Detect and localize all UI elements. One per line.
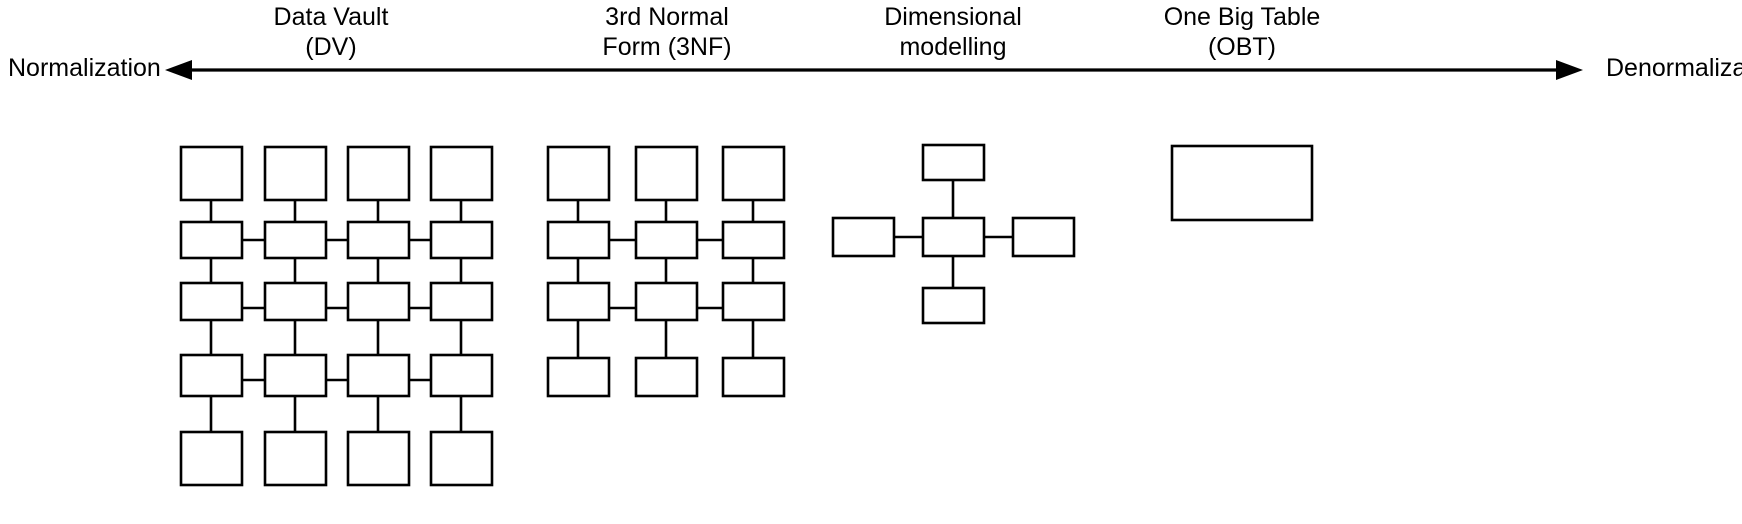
arrow-right-icon xyxy=(1556,60,1583,80)
one-big-table-box xyxy=(1170,144,1314,222)
table-box xyxy=(429,281,494,322)
axis-label-normalization: Normalization xyxy=(8,54,161,82)
table-box xyxy=(179,145,244,202)
fact-dimension-box xyxy=(1011,216,1076,258)
table-box xyxy=(263,281,328,322)
axis-label-denormalization: Denormalization xyxy=(1606,54,1742,82)
column-title-line2: Form (3NF) xyxy=(602,33,732,61)
column-title-one-big-table: One Big Table (OBT) xyxy=(1164,2,1321,62)
fact-dimension-box xyxy=(831,216,896,258)
table-box xyxy=(263,145,328,202)
table-box xyxy=(634,145,699,202)
table-box xyxy=(634,220,699,260)
model-third-normal-form xyxy=(546,145,786,398)
table-box xyxy=(429,353,494,398)
fact-dimension-box xyxy=(921,286,986,325)
table-box xyxy=(179,353,244,398)
table-box xyxy=(634,356,699,398)
table-box xyxy=(429,220,494,260)
fact-table-box xyxy=(921,216,986,258)
table-box xyxy=(546,145,611,202)
table-box xyxy=(179,430,244,487)
table-box xyxy=(634,281,699,322)
table-box xyxy=(346,353,411,398)
table-box xyxy=(179,220,244,260)
fact-dimension-box xyxy=(921,143,986,182)
table-box xyxy=(546,281,611,322)
table-box xyxy=(346,220,411,260)
table-box xyxy=(179,281,244,322)
column-title-line2: (DV) xyxy=(305,33,357,61)
model-data-vault xyxy=(179,145,494,487)
table-box xyxy=(721,356,786,398)
table-box xyxy=(346,281,411,322)
table-box xyxy=(429,430,494,487)
table-box xyxy=(263,220,328,260)
column-title-data-vault: Data Vault (DV) xyxy=(274,2,389,62)
table-box xyxy=(346,430,411,487)
column-title-dimensional-modelling: Dimensional modelling xyxy=(884,2,1022,62)
column-title-line2: (OBT) xyxy=(1207,33,1277,61)
arrow-left-icon xyxy=(165,60,192,80)
column-title-line1: One Big Table xyxy=(1163,3,1321,31)
column-title-line2: modelling xyxy=(899,33,1007,61)
column-title-line1: Data Vault xyxy=(273,3,389,31)
table-box xyxy=(429,145,494,202)
table-box xyxy=(721,145,786,202)
column-title-line1: 3rd Normal xyxy=(605,3,729,31)
table-box xyxy=(546,356,611,398)
table-box xyxy=(546,220,611,260)
normalization-axis xyxy=(165,60,1583,80)
model-one-big-table xyxy=(1170,144,1314,222)
table-box xyxy=(721,281,786,322)
table-box xyxy=(721,220,786,260)
table-box xyxy=(346,145,411,202)
column-title-third-normal-form: 3rd Normal Form (3NF) xyxy=(602,2,731,62)
table-box xyxy=(263,353,328,398)
model-dimensional-modelling xyxy=(831,143,1076,325)
column-title-line1: Dimensional xyxy=(884,3,1022,31)
table-box xyxy=(263,430,328,487)
